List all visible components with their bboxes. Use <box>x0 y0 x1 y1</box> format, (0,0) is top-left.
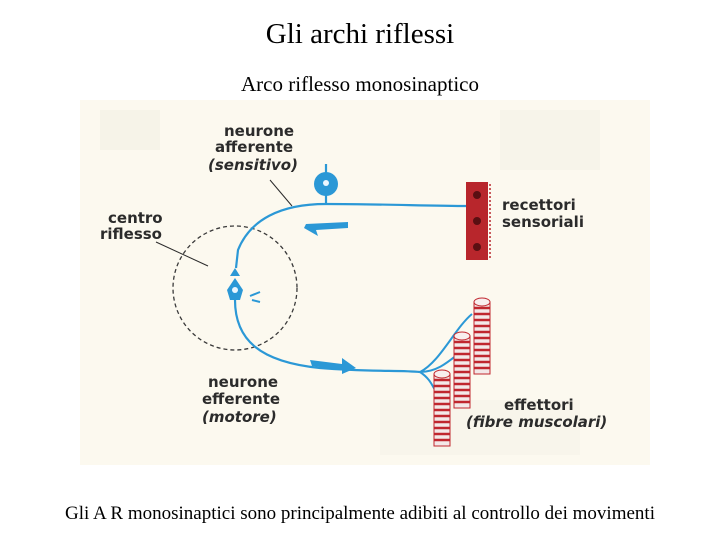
efferent-label-line2: efferente <box>202 390 280 408</box>
afferent-label-line1: neurone <box>224 122 294 140</box>
reflex-arc-figure: neurone afferente (sensitivo) centro rif… <box>80 100 650 465</box>
leader-afferent <box>269 179 293 207</box>
efferent-neuron <box>227 268 261 303</box>
arrow-left-icon <box>304 222 348 236</box>
page-title: Gli archi riflessi <box>265 18 455 50</box>
effectors-label-line1: effettori <box>504 396 574 414</box>
afferent-label-line2: afferente <box>215 138 293 156</box>
muscle-fibers <box>433 297 491 447</box>
afferent-label-line3: (sensitivo) <box>208 156 298 174</box>
muscle-fiber <box>453 331 471 409</box>
center-label-line1: centro <box>108 209 163 227</box>
muscle-fiber <box>433 369 451 447</box>
afferent-axon <box>234 202 469 269</box>
sensory-receptors <box>466 182 491 260</box>
afferent-neuron <box>314 164 338 204</box>
caption-text: Gli A R monosinaptici sono principalment… <box>65 503 655 524</box>
reflex-center-circle <box>172 225 298 351</box>
center-label-line2: riflesso <box>100 225 162 243</box>
arrow-right-icon <box>310 358 356 374</box>
receptors-label-line1: recettori <box>502 196 576 214</box>
muscle-fiber <box>473 297 491 375</box>
receptors-label-line2: sensoriali <box>502 213 584 231</box>
efferent-label-line1: neurone <box>208 373 278 391</box>
reflex-arc-diagram: neurone afferente (sensitivo) centro rif… <box>80 100 650 465</box>
efferent-label-line3: (motore) <box>202 408 277 426</box>
efferent-axon <box>233 299 421 374</box>
effectors-label-line2: (fibre muscolari) <box>466 413 607 431</box>
diagram-subtitle: Arco riflesso monosinaptico <box>241 72 479 96</box>
leader-center <box>155 241 209 267</box>
